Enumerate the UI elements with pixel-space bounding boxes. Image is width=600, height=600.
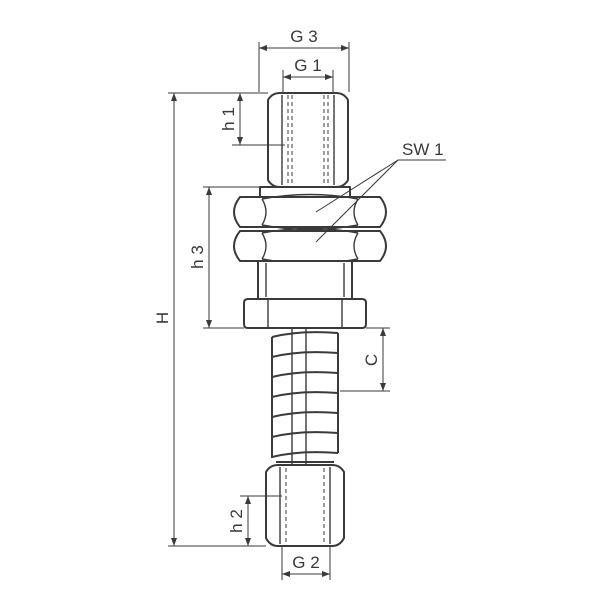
label-g2: G 2 <box>292 553 319 572</box>
dimension-c <box>340 327 390 392</box>
label-c: C <box>362 354 381 366</box>
sw1-leader <box>315 159 446 243</box>
dimension-h3 <box>203 186 262 329</box>
label-h3: h 3 <box>188 245 207 269</box>
lower-hex-nut <box>233 227 387 265</box>
top-hex-socket <box>267 92 349 188</box>
label-g1: G 1 <box>294 56 321 75</box>
label-sw1: SW 1 <box>402 140 444 159</box>
bottom-hex-socket <box>265 464 345 547</box>
spring <box>271 328 339 468</box>
flange <box>243 298 367 329</box>
label-h2: h 2 <box>227 509 246 533</box>
dimension-g3 <box>258 42 350 92</box>
upper-hex-nut <box>233 193 387 231</box>
label-g3: G 3 <box>290 27 317 46</box>
dimension-h <box>168 92 268 547</box>
dimension-g2 <box>281 546 331 580</box>
dimension-h2 <box>240 495 282 547</box>
label-h1: h 1 <box>219 107 238 131</box>
dimension-g1 <box>282 70 334 93</box>
label-h: H <box>153 312 172 324</box>
threaded-body <box>257 260 353 300</box>
